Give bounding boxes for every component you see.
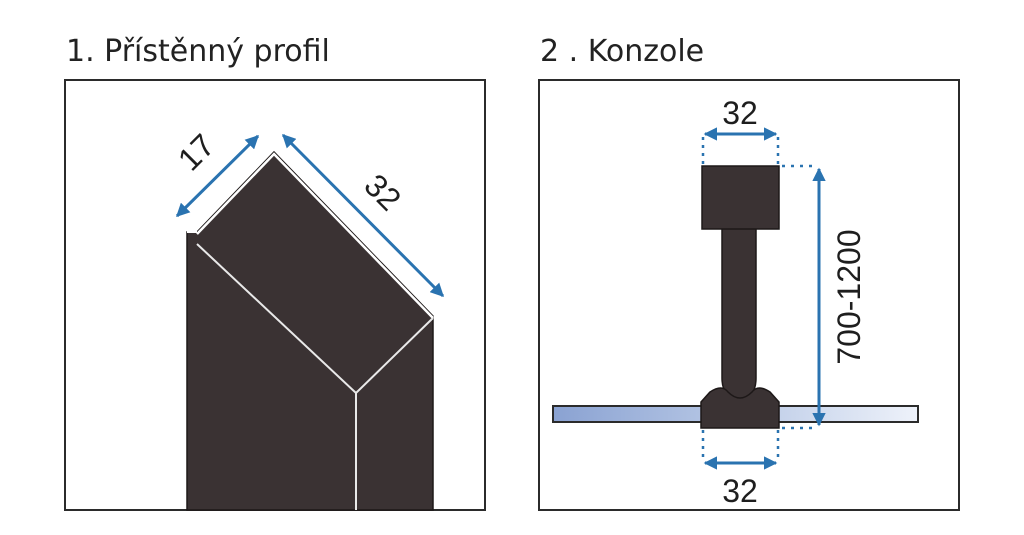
dim-bottom-width-label: 32 [722, 473, 758, 509]
dim-17-label: 17 [171, 127, 222, 178]
console-frame [538, 79, 960, 511]
panel-1-title: 1. Přístěnný profil [66, 34, 330, 69]
dim-top-width-label: 32 [722, 95, 758, 131]
dim-height-label: 700-1200 [831, 229, 867, 364]
dim-32-long-label: 32 [357, 167, 408, 218]
wall-profile-drawing: 17 32 [171, 127, 445, 511]
console-top-cap [701, 165, 780, 230]
panel-2-title: 2 . Konzole [540, 34, 705, 69]
dim-17-arrow [175, 134, 260, 218]
console-bottom-saddle [700, 387, 780, 429]
console-drawing: 32 32 700-1200 [552, 95, 919, 509]
dim-32-long-arrow [281, 133, 445, 298]
console-stem [721, 227, 757, 401]
